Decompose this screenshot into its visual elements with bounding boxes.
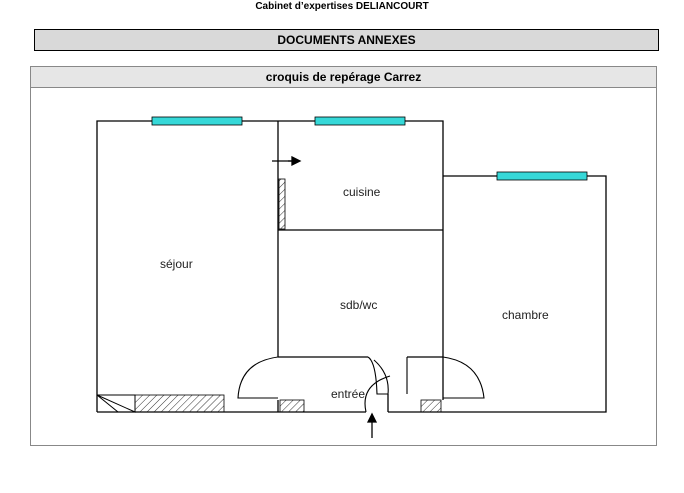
chambre-walls	[388, 175, 607, 413]
room-label-chambre: chambre	[502, 308, 549, 322]
sketch-panel: croquis de repérage Carrez	[30, 66, 657, 446]
room-label-sejour: séjour	[160, 257, 193, 271]
sejour-cabinet	[134, 394, 225, 413]
chambre-cabinet	[420, 399, 442, 413]
sejour-corner-diagonal	[96, 394, 119, 413]
sejour-door-arc	[237, 356, 279, 399]
room-label-cuisine: cuisine	[343, 185, 381, 199]
company-name: Cabinet d’expertises DELIANCOURT	[255, 1, 429, 12]
room-label-sdb-wc: sdb/wc	[340, 298, 377, 312]
window-sejour	[151, 116, 243, 126]
section-banner: DOCUMENTS ANNEXES	[34, 29, 659, 51]
entry-door-arc	[364, 375, 391, 413]
window-chambre	[496, 171, 588, 181]
panel-title: croquis de repérage Carrez	[31, 67, 656, 88]
sdb-door-arc	[367, 356, 389, 395]
chambre-door-arc	[442, 356, 485, 399]
cuisine-wall-cabinet	[278, 178, 286, 230]
sejour-corner-triangle	[96, 394, 136, 413]
window-cuisine	[314, 116, 406, 126]
cuisine-walls	[278, 120, 444, 357]
arrow-right-icon	[291, 155, 302, 167]
arrow-up-icon	[366, 412, 378, 423]
room-label-entree: entrée	[331, 387, 365, 401]
entry-cabinet-left	[279, 399, 305, 413]
